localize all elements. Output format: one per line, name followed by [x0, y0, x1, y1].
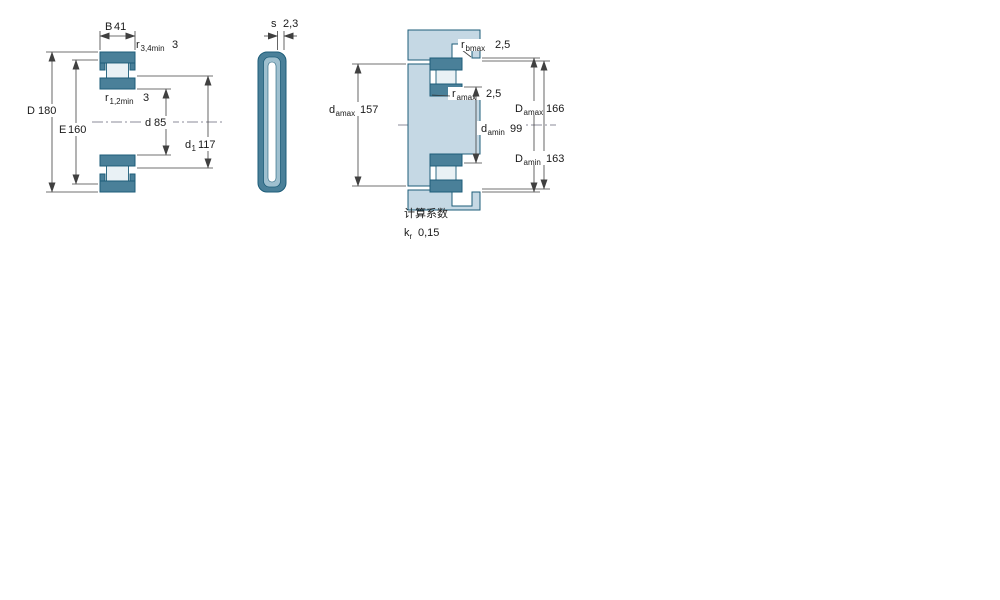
dim-rbmax-label: r — [461, 39, 465, 51]
dim-s: s 2,3 — [264, 18, 298, 50]
outer-ring-flange-left-top — [99, 62, 106, 71]
dim-Damax-label: D — [515, 103, 523, 115]
factor-kr-label: k — [404, 227, 410, 239]
mounting-view: r bmax 2,5 d amax 157 r amax 2,5 — [326, 29, 570, 211]
front-view: B 41 r 3,4min 3 r 1,2min 3 D 180 — [24, 21, 225, 193]
dim-d1-sub: 1 — [192, 144, 197, 153]
inner-ring-bottom — [99, 154, 136, 167]
dim-d-label: d — [145, 117, 151, 129]
dim-E-label: E — [59, 124, 66, 136]
dim-rbmax-leader — [461, 49, 472, 58]
inner-ring-top — [99, 77, 136, 90]
dim-d1-value: 117 — [198, 139, 216, 151]
dim-r34-value: 3 — [172, 39, 178, 51]
outer-ring-bottom — [99, 180, 136, 193]
dim-D: D 180 — [24, 51, 98, 193]
dim-damin-label: d — [481, 123, 487, 135]
calculation-factors: 计算系数 k r 0,15 — [404, 206, 448, 241]
factors-title: 计算系数 — [404, 206, 448, 220]
dim-B-label: B — [105, 21, 112, 33]
dim-damax-value: 157 — [360, 104, 378, 116]
dim-r12-label: r — [105, 92, 109, 104]
dim-d1: d 1 117 — [137, 75, 220, 169]
dim-Damin-sub: amin — [524, 158, 541, 167]
dim-damax-label: d — [329, 104, 335, 116]
dim-Damin-value: 163 — [546, 153, 564, 165]
side-view: s 2,3 — [257, 18, 298, 193]
dim-Damax-sub: amax — [524, 108, 544, 117]
dim-D-label: D — [27, 105, 35, 117]
dim-damin-sub: amin — [488, 128, 505, 137]
dim-d-value: 85 — [154, 117, 166, 129]
factor-kr-sub: r — [410, 232, 413, 241]
outer-ring-flange-right-top — [129, 62, 136, 71]
dim-rbmax: r bmax 2,5 — [458, 39, 510, 58]
dim-E: E 160 — [56, 59, 98, 185]
mount-outer-ring-top — [429, 57, 463, 71]
dim-ramax-sub: amax — [457, 93, 477, 102]
dim-B-value: 41 — [114, 21, 126, 33]
dim-d: d 85 — [137, 88, 173, 156]
dim-damin-value: 99 — [510, 123, 522, 135]
dim-E-value: 160 — [68, 124, 86, 136]
dim-Damax: D amax 166 — [482, 57, 570, 193]
dim-r34-label: r — [136, 39, 140, 51]
mount-roller-top — [435, 69, 457, 85]
dim-r12-sub: 1,2min — [110, 97, 134, 106]
outer-ring-top — [99, 51, 136, 64]
dim-D-value: 180 — [38, 105, 56, 117]
dim-r34: r 3,4min 3 — [136, 39, 178, 53]
dim-Damin-label: D — [515, 153, 523, 165]
dim-ramax-label: r — [452, 88, 456, 100]
dim-ramax-leader — [431, 94, 451, 97]
factor-kr-value: 0,15 — [418, 227, 439, 239]
mount-outer-ring-bottom — [429, 179, 463, 193]
outer-ring-flange-right-bottom — [129, 173, 136, 182]
mount-roller-bottom — [435, 165, 457, 181]
dim-Damax-value: 166 — [546, 103, 564, 115]
housing-bottom — [407, 189, 481, 211]
side-view-core — [267, 61, 277, 183]
dim-s-label: s — [271, 18, 277, 30]
dim-ramax-value: 2,5 — [486, 88, 501, 100]
dim-rbmax-sub: bmax — [466, 44, 486, 53]
shaft — [407, 63, 481, 187]
outer-ring-flange-left-bottom — [99, 173, 106, 182]
dim-rbmax-value: 2,5 — [495, 39, 510, 51]
dim-d1-label: d — [185, 139, 191, 151]
dim-r12: r 1,2min 3 — [105, 92, 149, 106]
dim-B: B 41 — [99, 21, 136, 50]
dim-damax: d amax 157 — [326, 63, 406, 187]
dim-damin: d amin 99 — [464, 86, 525, 164]
dim-Damin: D amin 163 — [482, 60, 570, 190]
mount-inner-ring-bottom — [429, 153, 463, 167]
dim-s-value: 2,3 — [283, 18, 298, 30]
dim-r12-value: 3 — [143, 92, 149, 104]
roller-bottom — [106, 165, 129, 182]
dim-r34-sub: 3,4min — [141, 44, 165, 53]
roller-top — [106, 62, 129, 79]
dim-damax-sub: amax — [336, 109, 356, 118]
